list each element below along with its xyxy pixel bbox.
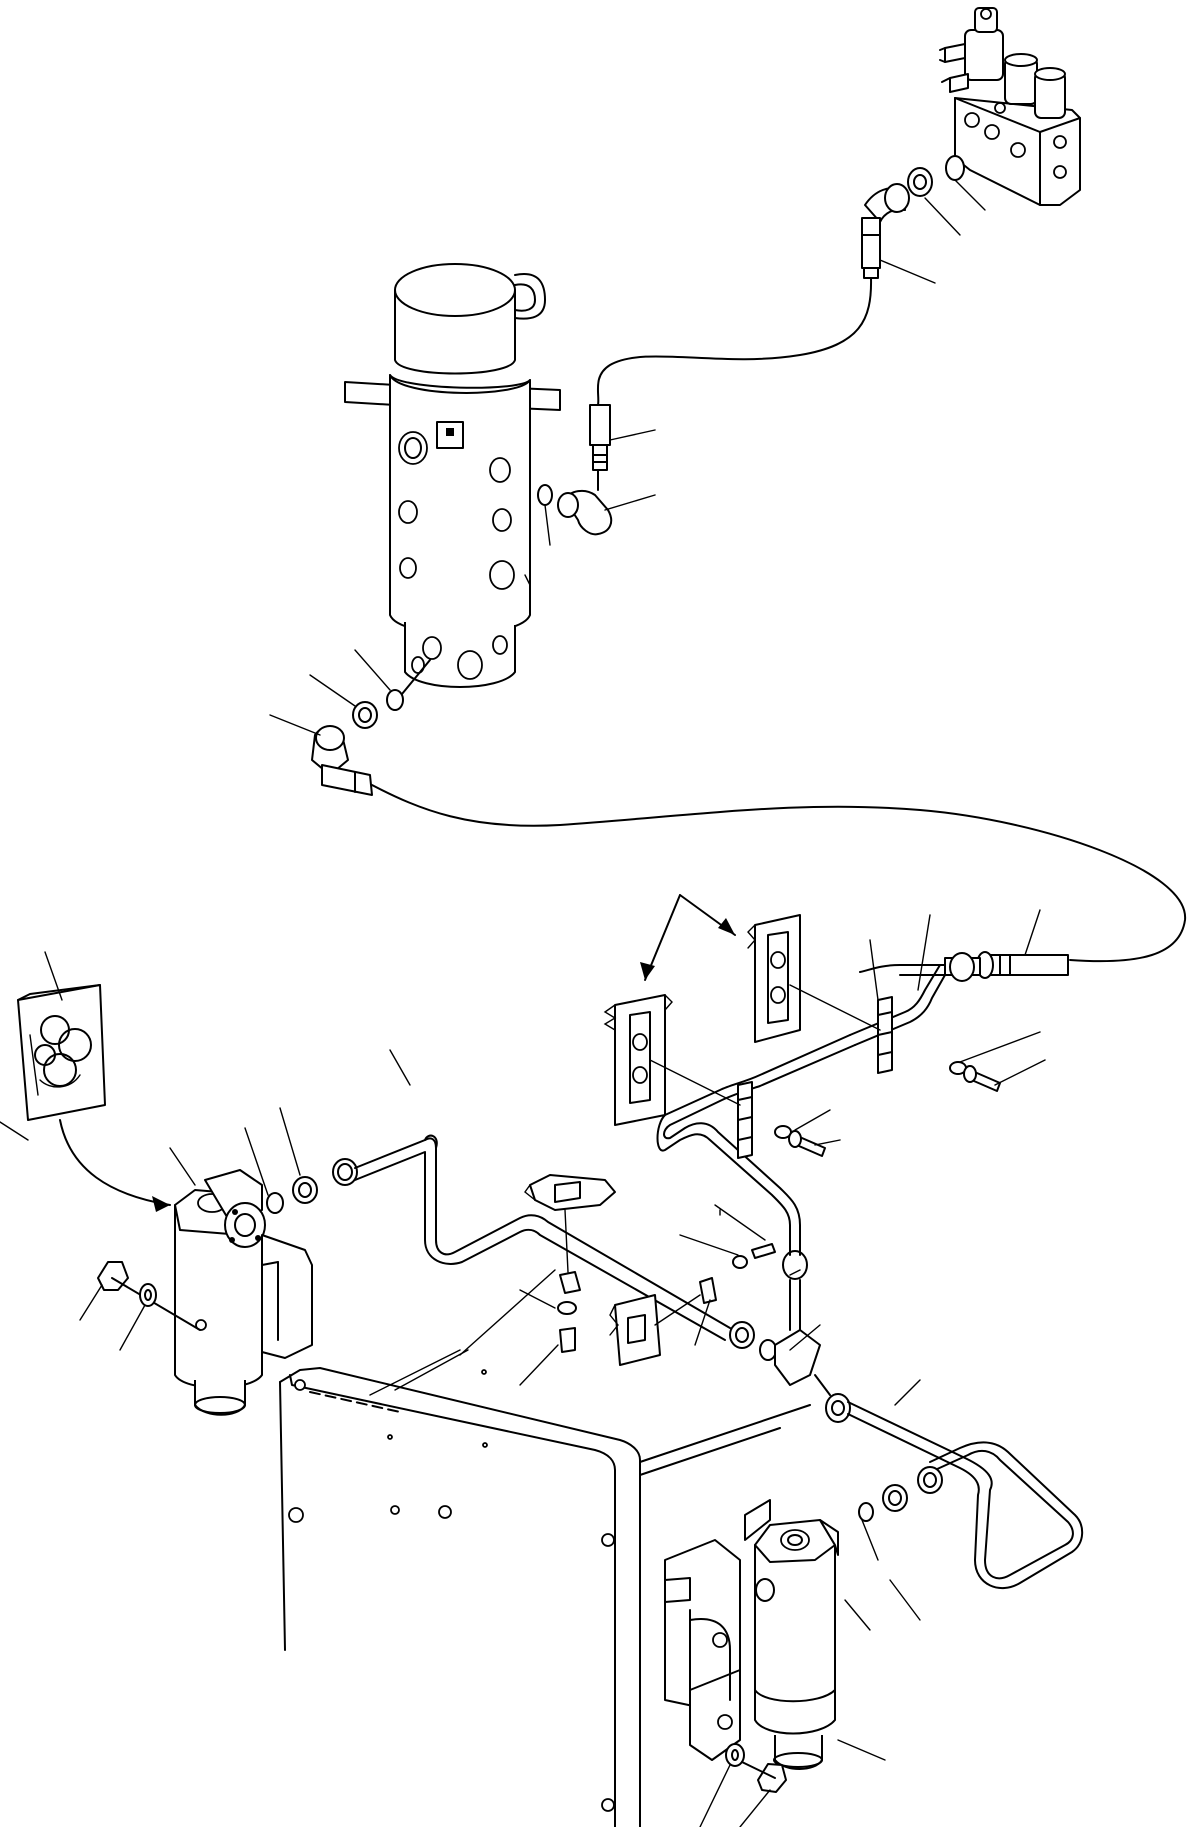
- washer: [732, 1255, 748, 1269]
- solenoid-valve-block: [939, 7, 1081, 206]
- frame-panel: [279, 1367, 811, 1828]
- o-ring: [537, 484, 553, 506]
- accumulator-left: [174, 1169, 313, 1416]
- steel-tube: [354, 1134, 731, 1341]
- o-ring: [945, 155, 965, 181]
- adapter-fitting: [589, 404, 611, 446]
- bolt: [751, 1243, 776, 1259]
- lower-swivel-fittings: [311, 659, 431, 796]
- washer: [725, 1743, 745, 1767]
- hose-lower-long: [371, 784, 1187, 963]
- adapter-fitting: [292, 1176, 318, 1204]
- bolt: [559, 1327, 576, 1353]
- adapter-fitting: [352, 701, 378, 729]
- tube-clamp-center: [524, 1174, 717, 1366]
- accumulator-right: [664, 1499, 839, 1770]
- swivel-joint: [344, 263, 561, 688]
- right-bolt: [725, 1743, 787, 1793]
- bolt: [757, 1763, 787, 1793]
- adapter-fitting: [907, 167, 933, 197]
- clamp-bolts: [732, 1061, 1001, 1269]
- leader-lines: [0, 179, 1046, 1828]
- left-acc-fittings: [266, 1158, 358, 1214]
- swivel-fittings: [537, 404, 613, 536]
- o-ring: [266, 1192, 284, 1214]
- o-ring: [386, 689, 404, 711]
- seal-kit: [17, 984, 171, 1212]
- steel-tube-right: [814, 1374, 1084, 1589]
- o-ring: [858, 1502, 874, 1522]
- washer: [139, 1283, 157, 1307]
- hose-end-fittings: [859, 951, 1069, 982]
- hose-upper: [596, 277, 873, 406]
- upper-fittings: [861, 155, 965, 279]
- tube-clamp: [603, 894, 893, 1159]
- tee-fitting: [729, 1250, 821, 1386]
- steel-tube-branch: [656, 964, 946, 1256]
- left-bolt: [97, 1261, 201, 1331]
- washer: [557, 1301, 577, 1315]
